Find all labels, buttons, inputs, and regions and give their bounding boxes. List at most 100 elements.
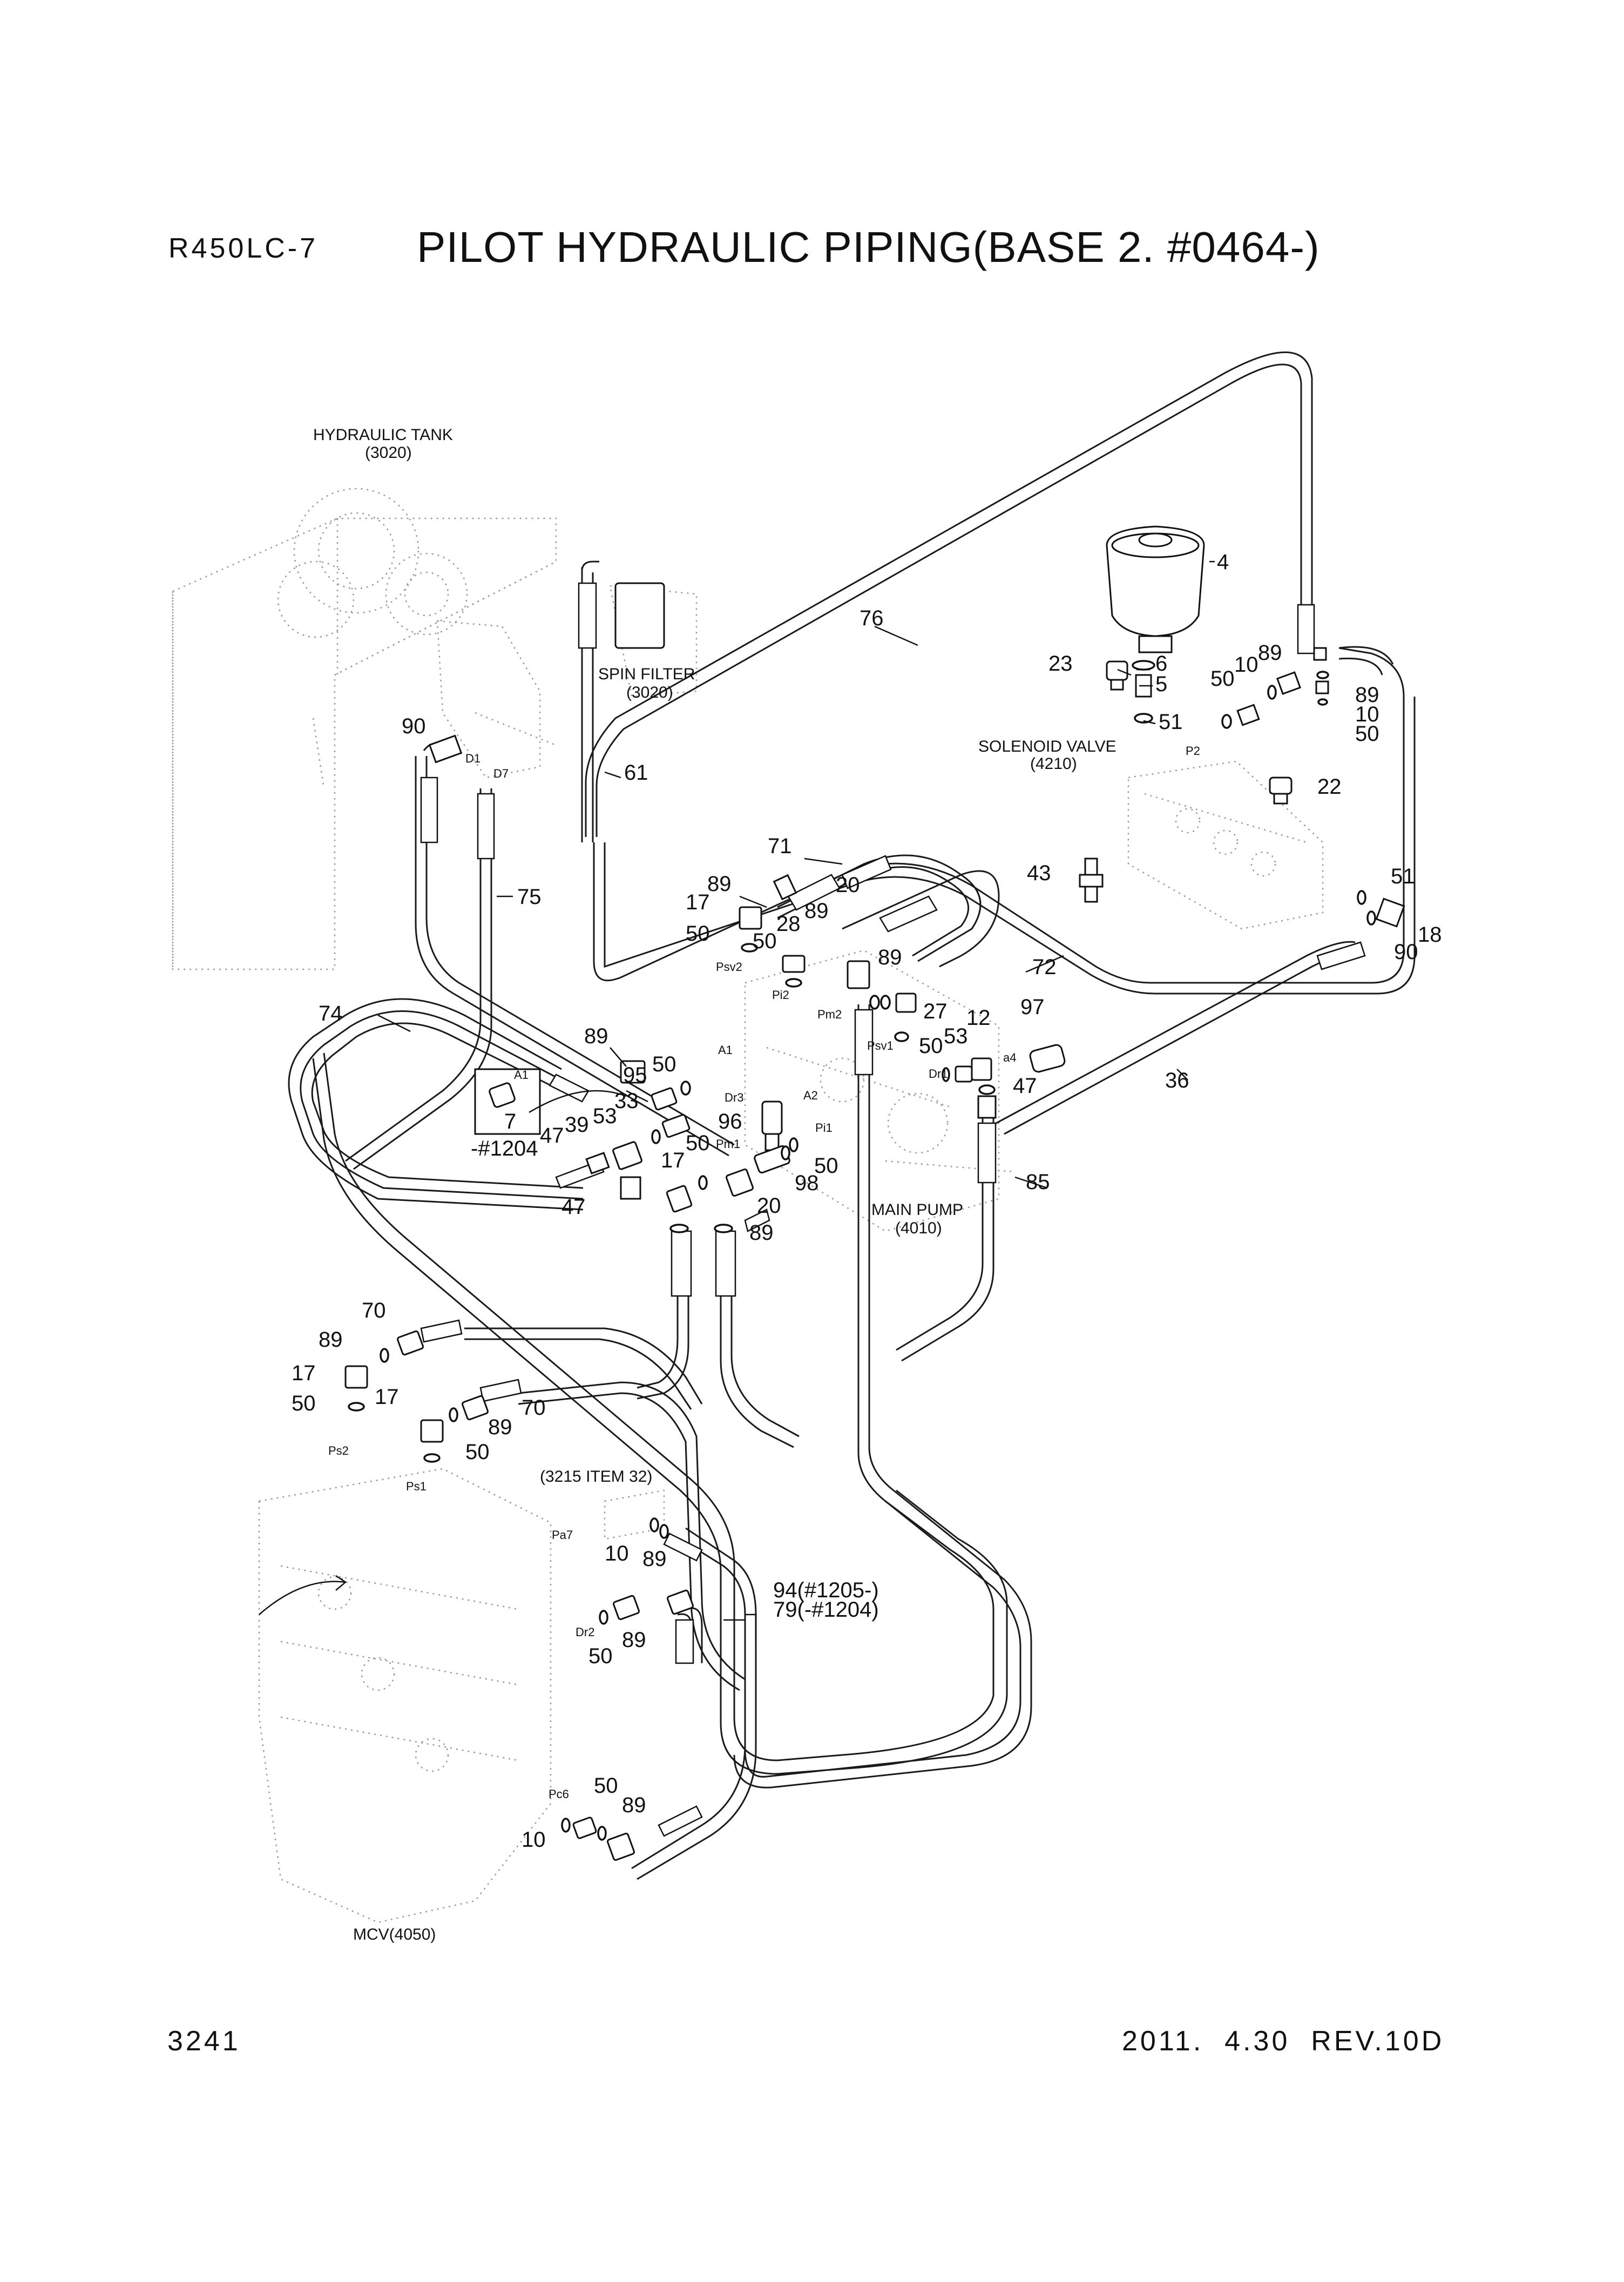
callout-43: 43 — [1027, 861, 1051, 885]
callout-18: 18 — [1418, 923, 1442, 947]
spin-filter-label: SPIN FILTER — [598, 665, 695, 683]
callout-76: 76 — [860, 606, 884, 630]
callout-51-right: 51 — [1391, 865, 1415, 888]
callout-53-right: 53 — [944, 1024, 968, 1048]
component-labels: HYDRAULIC TANK (3020) SPIN FILTER (3020)… — [313, 426, 1116, 1943]
mcv-label: MCV(4050) — [353, 1926, 436, 1943]
callout-50-b: 50 — [753, 929, 777, 953]
model-label: R450LC-7 — [168, 233, 319, 264]
fittings — [344, 525, 1405, 1861]
callout-17-c: 17 — [292, 1361, 316, 1385]
mcv-outline — [258, 1468, 665, 1923]
callout-39: 39 — [565, 1113, 589, 1137]
callout-89-top: 89 — [1258, 641, 1282, 665]
callout-89-c: 89 — [878, 946, 902, 969]
callout-17-a: 17 — [686, 890, 710, 914]
callout-17-d: 17 — [375, 1385, 399, 1409]
port-dr3: Dr3 — [725, 1091, 743, 1104]
callout-28: 28 — [776, 912, 801, 936]
port-pm1: Pm1 — [716, 1137, 740, 1151]
port-psv2: Psv2 — [716, 960, 742, 974]
callout-50-e: 50 — [814, 1154, 838, 1178]
callout-79: 79(-#1204) — [773, 1598, 879, 1622]
port-a2: A2 — [803, 1089, 818, 1102]
callout-97: 97 — [1020, 995, 1045, 1019]
callout-20-top: 20 — [836, 873, 860, 897]
callout-94: 94(#1205-) — [773, 1578, 879, 1602]
port-a1: A1 — [718, 1043, 733, 1057]
callout-10-right: 10 — [1355, 703, 1379, 726]
callout-50-top: 50 — [1210, 667, 1235, 691]
port-psv1: Psv1 — [867, 1039, 894, 1052]
page-number: 3241 — [167, 2026, 241, 2057]
callout-10-c: 10 — [605, 1542, 629, 1565]
callout-50-g: 50 — [465, 1440, 490, 1464]
callout-33: 33 — [614, 1089, 639, 1113]
port-dr1: Dr1 — [929, 1067, 948, 1081]
callout-70-b: 70 — [522, 1396, 546, 1420]
item-ref-label: (3215 ITEM 32) — [540, 1468, 652, 1486]
callout-89-g: 89 — [488, 1415, 512, 1439]
callout-51-top: 51 — [1159, 710, 1183, 734]
leader-lines — [377, 561, 1215, 1642]
callout-50-a: 50 — [686, 922, 710, 946]
callout-89-a: 89 — [707, 872, 732, 896]
callout-74: 74 — [319, 1002, 343, 1025]
part-callouts: 4 6 5 23 51 50 10 89 89 10 50 22 43 51 1… — [292, 550, 1442, 1852]
solenoid-valve-label: SOLENOID VALVE — [978, 738, 1116, 755]
port-p2: P2 — [1186, 744, 1200, 758]
callout-50-psv1: 50 — [919, 1034, 943, 1058]
hoses — [288, 352, 1416, 1880]
hose-braids — [420, 582, 1366, 1837]
port-pi1: Pi1 — [815, 1121, 833, 1135]
callout-89-j: 89 — [622, 1793, 646, 1817]
callout-36: 36 — [1165, 1069, 1189, 1092]
port-d7: D7 — [493, 767, 509, 780]
callout-61: 61 — [624, 761, 648, 785]
callout-50-f: 50 — [292, 1392, 316, 1415]
callout-89-d: 89 — [584, 1024, 608, 1048]
callout-17-b: 17 — [661, 1149, 685, 1172]
callout-98: 98 — [795, 1171, 819, 1195]
callout-89-f: 89 — [319, 1328, 343, 1352]
port-ps2: Ps2 — [328, 1444, 349, 1457]
callout-6: 6 — [1155, 652, 1167, 676]
port-pc6: Pc6 — [549, 1787, 569, 1801]
callout-20-bottom: 20 — [757, 1194, 781, 1218]
callout-89-e: 89 — [749, 1221, 774, 1245]
solenoid-valve-ref: (4210) — [1030, 755, 1077, 773]
hydraulic-tank-outline — [172, 488, 698, 970]
callout-47-left-b: 47 — [561, 1195, 586, 1219]
callout-89-h: 89 — [642, 1547, 667, 1571]
callout-90-left: 90 — [402, 714, 426, 738]
callout-85: 85 — [1026, 1170, 1050, 1194]
callout-72: 72 — [1032, 955, 1057, 979]
callout-89-right: 89 — [1355, 683, 1379, 707]
callout-12: 12 — [966, 1006, 991, 1030]
callout-47-left-a: 47 — [540, 1124, 564, 1147]
port-pa7: Pa7 — [552, 1528, 573, 1542]
callout-47-right: 47 — [1013, 1074, 1037, 1098]
callout-96: 96 — [718, 1110, 742, 1133]
callout-70-a: 70 — [362, 1299, 386, 1322]
revision-date: 2011. 4.30 REV.10D — [1122, 2026, 1445, 2057]
spin-filter-ref: (3020) — [626, 684, 673, 701]
hydraulic-tank-label: HYDRAULIC TANK — [313, 426, 453, 444]
callout-7: 7 — [504, 1110, 516, 1133]
callout-1204: -#1204 — [471, 1137, 538, 1160]
callout-75: 75 — [517, 885, 542, 909]
callout-53-left: 53 — [593, 1104, 617, 1128]
port-d1: D1 — [465, 752, 481, 765]
port-pi2: Pi2 — [772, 988, 789, 1002]
solenoid-valve-outline — [1127, 760, 1324, 930]
callout-5: 5 — [1155, 672, 1167, 696]
main-pump-ref: (4010) — [895, 1219, 942, 1237]
hydraulic-tank-ref: (3020) — [365, 444, 412, 462]
callout-27: 27 — [923, 1000, 948, 1023]
callout-10-top: 10 — [1234, 653, 1258, 677]
port-labels: P2 D1 D7 Psv2 Pi2 Pm2 Psv1 A1 A2 Dr3 Pm1… — [328, 744, 1200, 1801]
callout-90-right: 90 — [1394, 940, 1418, 964]
callout-50-c: 50 — [652, 1052, 676, 1076]
callout-89-b: 89 — [804, 899, 829, 923]
